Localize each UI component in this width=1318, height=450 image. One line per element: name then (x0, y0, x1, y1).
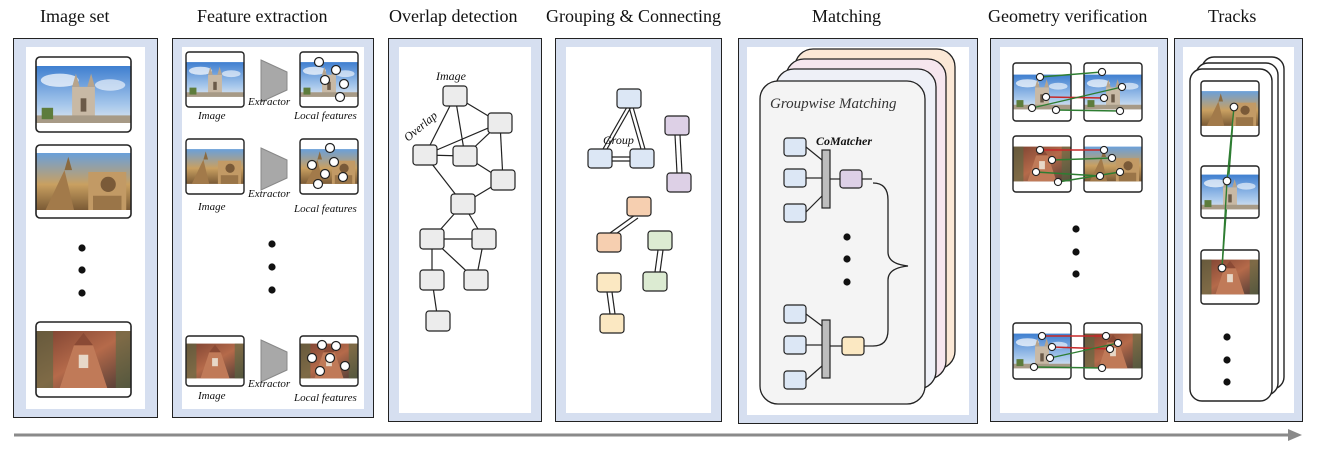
overlap-node (419, 228, 445, 250)
gv-ellipsis-dots (1072, 225, 1080, 278)
track-line (1221, 180, 1228, 269)
extractor-trapezoid-3 (260, 339, 288, 383)
fe-ellipsis-dots (268, 240, 276, 294)
overlap-node (452, 145, 478, 167)
stage-title-image-set: Image set (40, 6, 110, 26)
fe-image-label-1: Image (197, 110, 226, 122)
overlap-image-label: Image (435, 69, 467, 83)
stage-title-grouping: Grouping & Connecting (546, 6, 721, 26)
group-node-blue (587, 148, 613, 169)
track-image-1 (1200, 80, 1260, 137)
fe-image-label-2: Image (197, 201, 226, 213)
group-node-yellow (599, 313, 625, 334)
overlap-node (450, 193, 476, 215)
stage-title-feature-extraction: Feature extraction (197, 6, 328, 26)
groupwise-matching-card (759, 80, 926, 405)
overlap-label: Overlap (401, 108, 440, 144)
fe-input-image-1 (185, 51, 245, 108)
track-keypoints (1217, 102, 1239, 273)
overlap-graph-nodes (412, 85, 516, 332)
group-node-purple (664, 115, 690, 136)
fe-input-image-2 (185, 138, 245, 195)
fe-extractor-label-3: Extractor (247, 378, 291, 390)
overlap-node (425, 310, 451, 332)
fe-input-image-3 (185, 335, 245, 387)
stage-title-overlap-detection: Overlap detection (389, 6, 518, 26)
fe-extractor-label-1: Extractor (247, 96, 291, 108)
image-set-photo-3 (35, 321, 132, 398)
fe-local-features-3 (299, 335, 359, 387)
fe-image-label-3: Image (197, 390, 226, 402)
fe-local-features-1 (299, 51, 359, 108)
group-node-orange (626, 196, 652, 217)
grouping-edges (602, 106, 683, 315)
group-node-green (642, 271, 668, 292)
fe-local-features-2 (299, 138, 359, 195)
fe-local-features-label-3: Local features (293, 392, 357, 404)
group-node-yellow (596, 272, 622, 293)
grouping-nodes (587, 88, 692, 334)
gv-pair-2 (1012, 135, 1143, 193)
overlap-node (463, 269, 489, 291)
gv-pair-3 (1012, 322, 1143, 380)
stage-title-matching: Matching (812, 6, 881, 26)
pipeline-arrow (14, 429, 1302, 441)
group-node-purple (666, 172, 692, 193)
stage-title-geometry-verification: Geometry verification (988, 6, 1148, 26)
track-image-2 (1200, 165, 1260, 219)
stage-title-tracks: Tracks (1208, 6, 1257, 26)
matching-brace (872, 182, 909, 347)
image-set-photo-2 (35, 144, 132, 219)
tracks-ellipsis-dots (1223, 333, 1231, 386)
group-label: Group (603, 133, 634, 147)
gv-pair-1 (1012, 62, 1143, 122)
group-node-blue (629, 148, 655, 169)
overlap-node (412, 144, 438, 166)
image-set-photo-1 (35, 56, 132, 133)
group-node-orange (596, 232, 622, 253)
fe-local-features-label-1: Local features (293, 110, 357, 122)
overlap-node (471, 228, 497, 250)
fe-extractor-label-2: Extractor (247, 188, 291, 200)
overlap-node (419, 269, 445, 291)
overlap-node (442, 85, 468, 107)
groupwise-matching-label: Groupwise Matching (770, 96, 897, 112)
group-node-green (647, 230, 673, 251)
fe-local-features-label-2: Local features (293, 203, 357, 215)
overlap-node (487, 112, 513, 134)
comatcher-label: CoMatcher (816, 134, 872, 148)
extractor-trapezoid-2 (260, 147, 288, 191)
tracks-stacked-cards (1189, 56, 1285, 402)
comatcher-block-bottom (783, 304, 873, 390)
matching-ellipsis-dots (843, 233, 851, 286)
track-line (1226, 106, 1235, 182)
overlap-node (490, 169, 516, 191)
extractor-trapezoid-1 (260, 59, 288, 103)
ellipsis-dots (78, 244, 86, 297)
track-image-3 (1200, 249, 1260, 305)
comatcher-block-top (783, 137, 872, 223)
group-node-blue (616, 88, 642, 109)
